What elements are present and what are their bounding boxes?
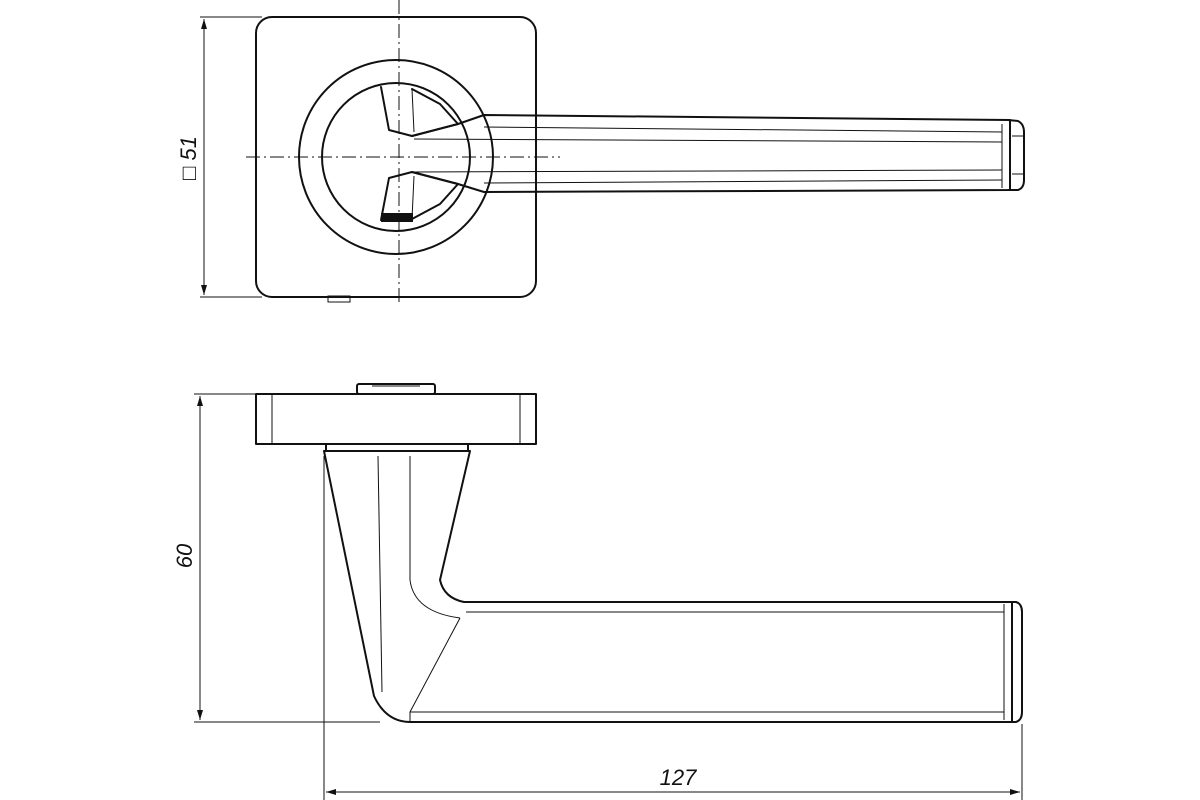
lever-end-cap [1007, 119, 1025, 191]
spacer-ring [325, 443, 469, 452]
lower-clip [380, 171, 459, 221]
lever-side-end [1009, 601, 1023, 723]
rose-plate-side [255, 393, 537, 445]
lever-side-outline [323, 450, 1013, 723]
top-view: □ 51 [176, 0, 1025, 306]
lever-neck-groove [377, 455, 383, 693]
side-view: 60 127 [172, 383, 1023, 800]
spindle-cap [356, 383, 436, 395]
height-label: 60 [172, 543, 197, 568]
set-screw [381, 213, 413, 222]
latch-slot [327, 295, 351, 303]
lever-arm [411, 114, 1011, 193]
rose-size-label: □ 51 [176, 136, 201, 180]
length-label: 127 [660, 765, 697, 790]
upper-clip [380, 86, 459, 137]
